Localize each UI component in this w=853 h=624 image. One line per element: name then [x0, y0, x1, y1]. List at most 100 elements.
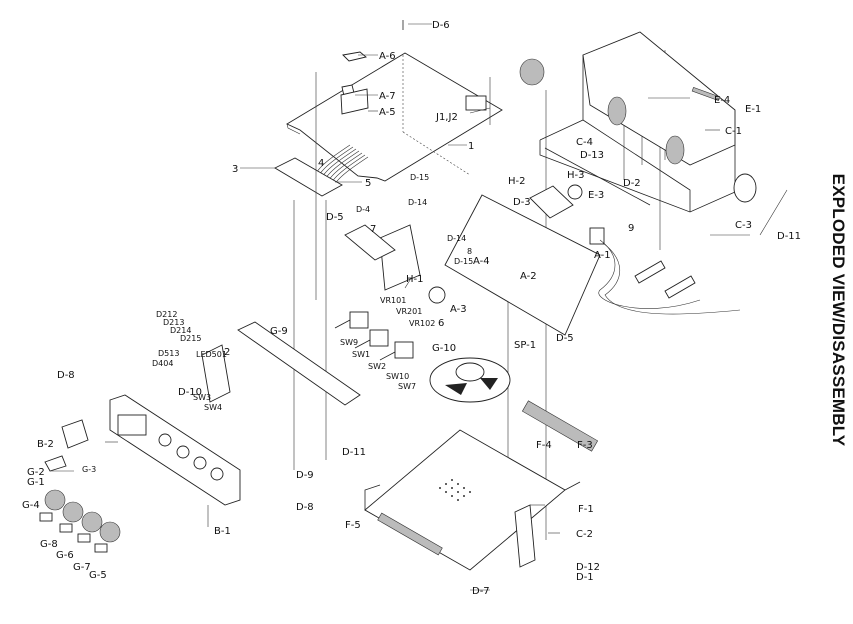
knob-3	[81, 511, 103, 533]
label-sw7: SW7	[398, 382, 416, 391]
label-g1: G-1	[27, 477, 45, 488]
top-cover	[539, 31, 757, 213]
label-g10: G-10	[432, 343, 456, 354]
strip-f3	[521, 400, 599, 452]
label-d3: D-3	[513, 197, 531, 208]
label-d2: D-2	[623, 178, 641, 189]
label-sw10: SW10	[386, 372, 409, 381]
bracket-h2	[529, 185, 574, 219]
label-d8-b: D-8	[296, 502, 314, 513]
grommet-e3	[567, 184, 583, 200]
label-f5: F-5	[345, 520, 361, 531]
potentiometers	[334, 311, 414, 361]
label-a5: A-5	[379, 107, 396, 118]
label-sw1: SW1	[352, 350, 370, 359]
bracket-c2	[514, 504, 536, 568]
label-d14: D-14	[408, 198, 427, 207]
label-c1: C-1	[725, 126, 742, 137]
component-a6	[342, 51, 367, 62]
label-g4: G-4	[22, 500, 40, 511]
strip-e4	[691, 86, 721, 102]
label-f4: F-4	[536, 440, 552, 451]
label-d5-b: D-5	[556, 333, 574, 344]
label-a3: A-3	[450, 304, 467, 315]
knob-face-c4	[607, 96, 627, 126]
knobs	[39, 489, 121, 553]
label-sp1: SP-1	[514, 340, 536, 351]
knob-2	[62, 501, 84, 523]
label-sw9: SW9	[340, 338, 358, 347]
label-g3: G-3	[82, 465, 96, 474]
label-e3: E-3	[588, 190, 604, 201]
label-e4: E-4	[714, 95, 730, 106]
bracket-g9	[237, 321, 361, 406]
label-b1: B-1	[214, 526, 231, 537]
cap-g7	[77, 533, 91, 543]
label-d14-b: D-14	[447, 234, 466, 243]
strip-f5	[377, 512, 443, 556]
front-panel	[44, 321, 361, 506]
knob-c3	[733, 173, 757, 203]
label-f1: F-1	[578, 504, 594, 515]
label-a7: A-7	[379, 91, 396, 102]
label-d6: D-6	[432, 20, 450, 31]
jack-6	[428, 286, 446, 304]
connector-j1j2	[465, 95, 487, 111]
label-part-4: 4	[318, 158, 324, 169]
label-c2: C-2	[576, 529, 593, 540]
label-d9: D-9	[296, 470, 314, 481]
label-d15-b: D-15	[454, 257, 473, 266]
plate-3	[274, 157, 343, 197]
connector-7	[344, 224, 396, 261]
label-h2: H-2	[508, 176, 526, 187]
part-labels: D-6 A-6 A-7 A-5 J1,J2 1 3 4 5 D-15 D-14 …	[22, 20, 801, 597]
label-d212: D212	[156, 310, 177, 319]
label-g9: G-9	[270, 326, 288, 337]
plug-1	[634, 260, 666, 284]
label-d214: D214	[170, 326, 191, 335]
cap-g8	[39, 512, 53, 522]
label-b2: B-2	[37, 439, 54, 450]
label-sw3: SW3	[193, 393, 211, 402]
cap-g5	[94, 543, 108, 553]
label-g7: G-7	[73, 562, 91, 573]
label-g6: G-6	[56, 550, 74, 561]
label-c4: C-4	[576, 137, 593, 148]
pcb-2	[201, 344, 231, 403]
label-f3: F-3	[577, 440, 593, 451]
knob-face-c1	[665, 135, 685, 165]
label-d13: D-13	[580, 150, 604, 161]
label-d7: D-7	[472, 586, 490, 597]
label-d513: D513	[158, 349, 179, 358]
strip-e3	[544, 147, 651, 206]
label-c3: C-3	[735, 220, 752, 231]
chassis	[344, 184, 741, 336]
label-a2: A-2	[520, 271, 537, 282]
bracket-g1	[44, 455, 67, 472]
label-d15: D-15	[410, 173, 429, 182]
bottom-cover	[364, 400, 599, 571]
page-title: EXPLODED VIEW/DISASSEMBLY	[829, 173, 848, 447]
label-vr201: VR201	[396, 307, 422, 316]
label-part-9: 9	[628, 223, 634, 234]
display-window	[117, 414, 147, 436]
label-sw2: SW2	[368, 362, 386, 371]
label-d11-b: D-11	[777, 231, 801, 242]
vent-grille	[439, 479, 471, 501]
label-part-5: 5	[365, 178, 371, 189]
label-part-2: 2	[224, 347, 230, 358]
leader-lines	[50, 23, 788, 591]
knob-top	[519, 58, 545, 86]
cap-g6	[59, 523, 73, 533]
label-part-6: 6	[438, 318, 444, 329]
label-led501: LED501	[196, 350, 227, 359]
bracket-h1	[379, 224, 421, 291]
label-d4: D-4	[356, 205, 370, 214]
label-d5: D-5	[326, 212, 344, 223]
label-part-1: 1	[468, 141, 474, 152]
label-sw4: SW4	[204, 403, 222, 412]
label-d404: D404	[152, 359, 173, 368]
label-a1: A-1	[594, 250, 611, 261]
